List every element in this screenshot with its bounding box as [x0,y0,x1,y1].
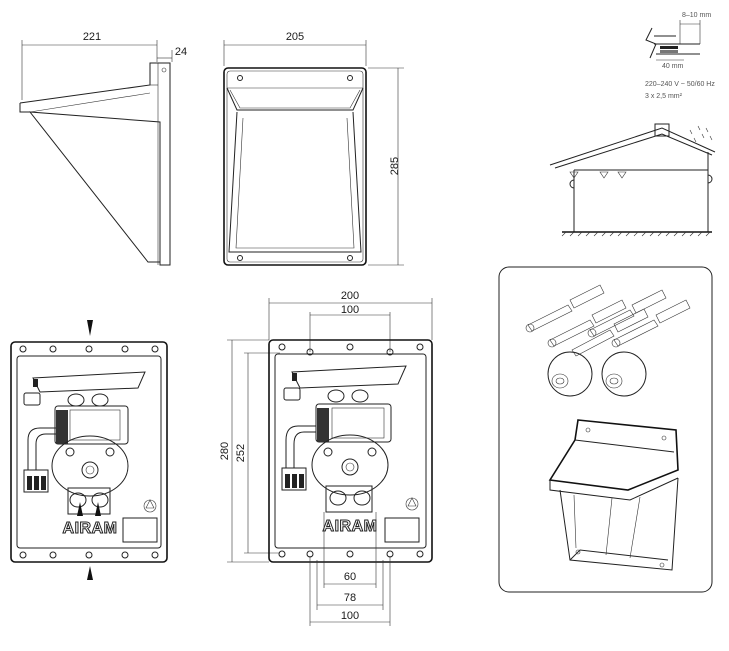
front-view: 205 285 [223,31,404,266]
side-view: 221 24 [19,31,187,266]
front-width-label: 205 [286,31,304,43]
parts-box [498,266,713,593]
bottom-60-label: 60 [344,571,356,583]
back-inner-width-label: 100 [341,304,359,316]
strip-length-label: 8–10 mm [682,12,711,19]
cable-length-label: 40 mm [662,63,684,70]
screws-and-plugs [525,284,691,357]
plate-view: AIRAM [10,320,168,580]
arrow-up-icon [95,502,101,516]
arrow-up-icon [77,502,83,516]
cable-grommets [547,351,647,397]
side-depth-label: 24 [175,46,187,58]
bottom-arrow-icon [87,566,93,580]
top-arrow-icon [87,320,93,336]
luminaire-perspective [548,419,679,571]
back-brand-logo: AIRAM [323,518,378,535]
back-height-label: 280 [219,442,231,460]
front-height-label: 285 [389,157,401,175]
side-width-label: 221 [83,31,101,43]
cable-size-label: 3 x 2,5 mm² [645,93,683,100]
house-pictogram [549,123,716,237]
voltage-label: 220–240 V ~ 50/60 Hz [645,81,715,88]
back-inner-height-label: 252 [235,444,247,462]
bottom-100-label: 100 [341,610,359,622]
bottom-78-label: 78 [344,592,356,604]
back-width-label: 200 [341,290,359,302]
back-view: 200 100 280 252 [219,290,433,626]
brand-logo: AIRAM [63,520,118,537]
wiring-detail: 8–10 mm 40 mm 220–240 V ~ 50/60 Hz 3 x 2… [645,12,715,100]
